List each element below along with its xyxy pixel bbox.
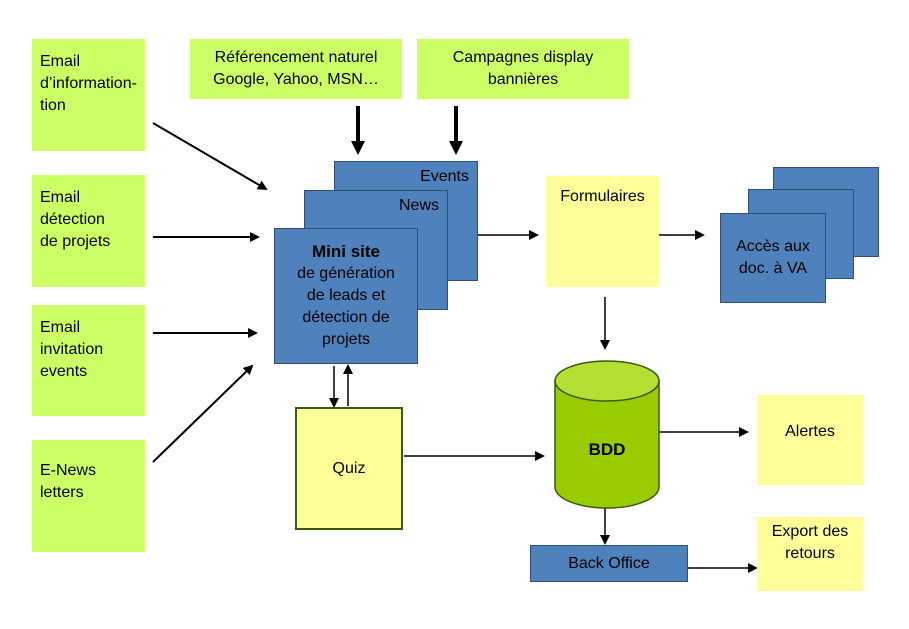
bdd-label: BDD [588,440,626,459]
source-referencement: Référencement naturel Google, Yahoo, MSN… [190,39,402,99]
alertes: Alertes [757,395,863,485]
export-retours: Export des retours [757,517,863,591]
source-enews: E-News letters [32,440,145,552]
back-office: Back Office [530,545,688,582]
source-email-detection: Email détection de projets [32,175,145,287]
formulaires: Formulaires [546,176,659,287]
bdd-cylinder [554,360,660,509]
source-campagnes: Campagnes display bannières [417,39,629,99]
source-email-invitation: Email invitation events [32,305,145,416]
source-email-information: Email d’information- tion [32,39,145,151]
mini-site: Mini site de génération de leads et déte… [274,228,418,364]
quiz: Quiz [295,407,403,530]
arrow-enews [152,364,254,463]
acces-docs: Accès aux doc. à VA [720,213,826,303]
arrow-email-info [152,122,268,191]
